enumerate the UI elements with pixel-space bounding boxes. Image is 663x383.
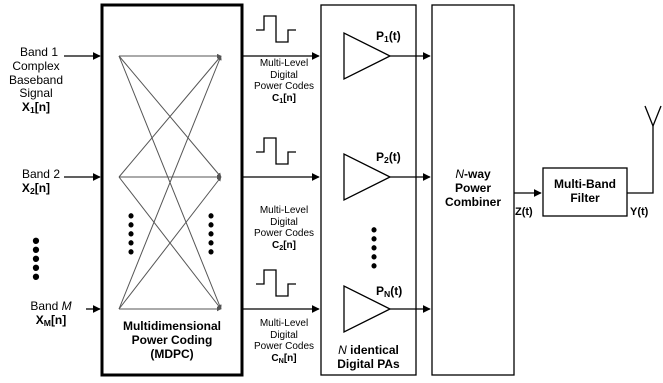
combiner-block	[431, 4, 515, 376]
band2-label: Band 2 X2[n]	[21, 167, 60, 196]
mdpc-dots-right: •••••	[207, 206, 215, 262]
power-code-label-1: Multi-Level Digital Power Codes C1[n]	[253, 58, 315, 105]
bandM-label: Band M XM[n]	[30, 299, 72, 328]
waveform-n	[256, 269, 296, 297]
pa-output-label-2: P2(t)	[376, 150, 401, 166]
band1-label: Band 1 Complex Baseband Signal X1[n]	[8, 45, 64, 116]
waveform-1	[256, 15, 296, 43]
filter-block	[542, 167, 628, 217]
y-label: Y(t)	[630, 206, 649, 218]
combiner-label: N-way Power Combiner	[444, 167, 501, 209]
z-label: Z(t)	[515, 206, 533, 218]
pa-amplifier-2	[343, 152, 392, 202]
pa-output-label-n: PN(t)	[376, 284, 403, 300]
power-code-label-n: Multi-Level Digital Power Codes CN[n]	[253, 318, 315, 365]
waveform-2	[256, 137, 296, 165]
filter-label: Multi-Band Filter	[554, 177, 616, 205]
power-code-label-2: Multi-Level Digital Power Codes C2[n]	[253, 205, 315, 252]
pa-amplifier-1	[343, 31, 392, 81]
pa-dots: •••••	[370, 220, 378, 276]
output-line	[627, 126, 654, 194]
mdpc-block	[100, 3, 244, 377]
mdpc-mapping-lines	[118, 53, 222, 312]
mdpc-dots-left: •••••	[127, 206, 135, 262]
pa-output-label-1: P1(t)	[376, 29, 401, 45]
pa-bank-label: N identical Digital PAs	[337, 343, 400, 371]
pa-bank-block	[320, 4, 417, 376]
mdpc-label: Multidimensional Power Coding (MDPC)	[122, 319, 221, 361]
antenna-icon	[644, 105, 662, 128]
band-ellipsis: •••••	[32, 228, 40, 289]
pa-amplifier-n	[343, 284, 392, 334]
